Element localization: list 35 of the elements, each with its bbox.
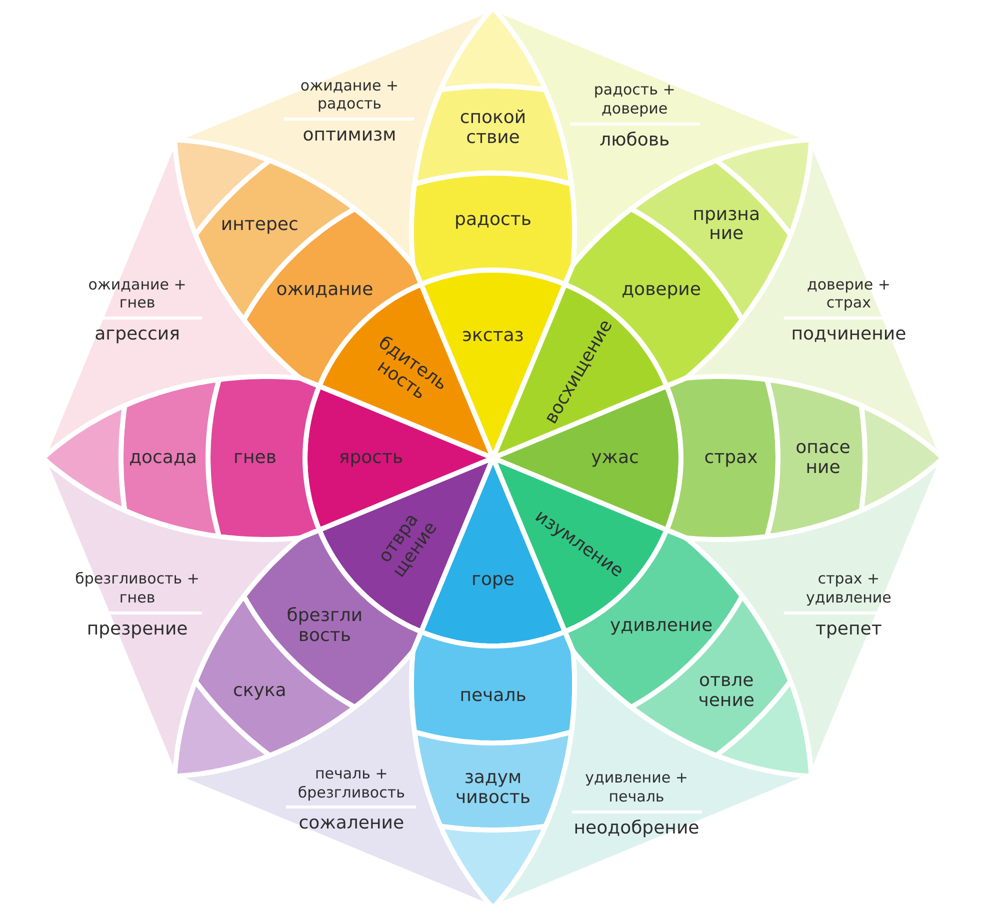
emotion-combination: страх + удивление <box>804 570 892 608</box>
dyad-label: любовь <box>600 129 670 152</box>
emotion-label: брезгли вость <box>286 606 363 646</box>
emotion-label: удивление <box>610 616 713 636</box>
emotion-label: радость <box>454 210 532 230</box>
emotion-label: гнев <box>234 448 276 468</box>
emotion-label: горе <box>472 570 514 590</box>
emotion-combination: удивление + печаль <box>584 768 689 806</box>
emotion-label: скука <box>232 681 286 702</box>
emotion-label: интерес <box>220 214 298 235</box>
emotion-combination: доверие + страх <box>806 275 892 313</box>
dyad-label: подчинение <box>791 324 906 346</box>
emotion-combination: ожидание + радость <box>299 76 400 114</box>
emotion-label: призна ние <box>692 204 760 244</box>
emotion-combination: печаль + брезгливость <box>296 764 406 802</box>
emotion-label: доверие <box>622 280 701 300</box>
dyad-label: сожаление <box>298 812 404 836</box>
dyad-label: трепет <box>816 618 882 641</box>
emotion-label: опасе ние <box>796 438 850 478</box>
emotion-combination: брезгливость + гнев <box>74 570 200 608</box>
emotion-combination: радость + доверие <box>592 80 676 118</box>
emotion-label: печаль <box>460 686 526 706</box>
emotion-label: задум чивость <box>456 768 530 808</box>
dyad-label: оптимизм <box>302 124 396 148</box>
emotion-label: экстаз <box>462 326 524 346</box>
emotion-label: ужас <box>591 448 639 468</box>
emotion-label: досада <box>129 448 197 468</box>
emotion-label: ярость <box>338 448 404 468</box>
dyad-label: агрессия <box>94 324 180 346</box>
dyad-label: презрение <box>86 618 188 641</box>
dyad-label: неодобрение <box>574 817 700 840</box>
emotion-label: отвле чение <box>698 672 754 712</box>
emotion-label: ожидание <box>276 280 374 300</box>
emotion-label: спокой ствие <box>460 108 526 148</box>
emotion-combination: ожидание + гнев <box>87 275 188 313</box>
